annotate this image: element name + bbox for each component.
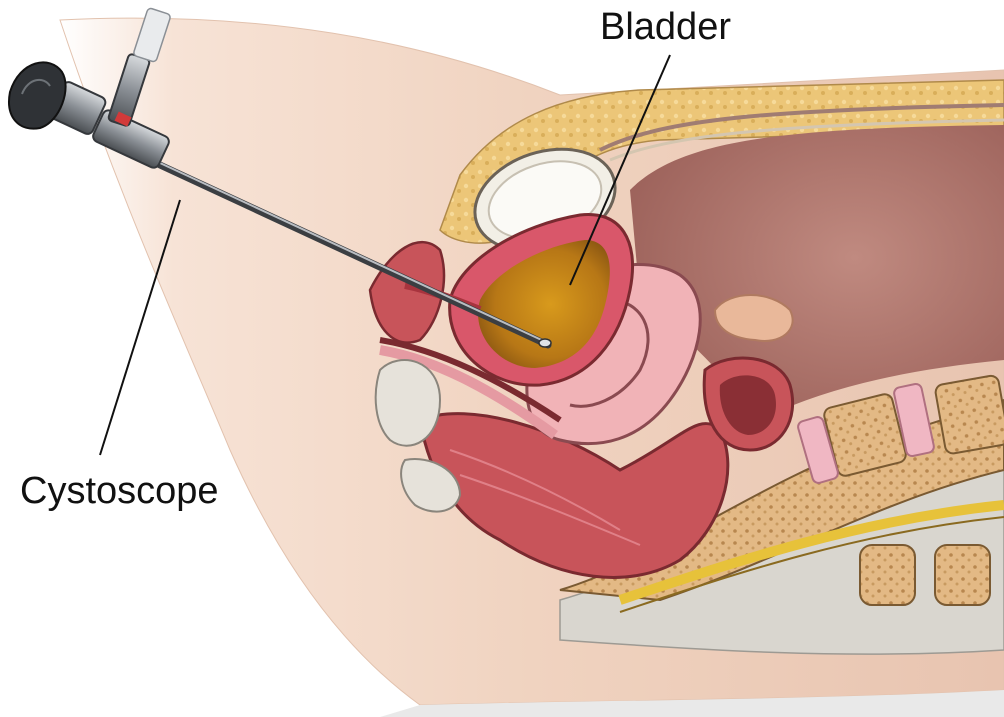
spinal-cord bbox=[618, 500, 1004, 605]
cystoscope-instrument bbox=[8, 7, 552, 349]
vaginal-wall bbox=[379, 345, 558, 440]
vaginal-canal bbox=[379, 337, 562, 423]
spinal-cord-edge bbox=[619, 516, 1004, 613]
cystoscope-label: Cystoscope bbox=[20, 470, 219, 512]
rectum bbox=[418, 412, 730, 579]
peritoneal-layers-2 bbox=[609, 118, 1004, 162]
rectum-folds bbox=[449, 449, 641, 546]
vertebrae bbox=[797, 374, 1004, 606]
abdominal-cavity bbox=[630, 125, 1004, 420]
ovary bbox=[713, 294, 794, 342]
uterine-cavity bbox=[569, 298, 650, 408]
bladder-leader-line bbox=[569, 54, 671, 286]
peritoneal-layers bbox=[599, 103, 1004, 152]
anal-sphincter bbox=[400, 458, 462, 513]
bladder-urine bbox=[478, 240, 610, 368]
perineum bbox=[374, 359, 442, 447]
sigmoid-colon-lumen bbox=[719, 375, 776, 435]
bladder-label: Bladder bbox=[600, 6, 731, 48]
body-shadow bbox=[380, 690, 1004, 717]
cystoscope-leader-line bbox=[99, 199, 181, 456]
